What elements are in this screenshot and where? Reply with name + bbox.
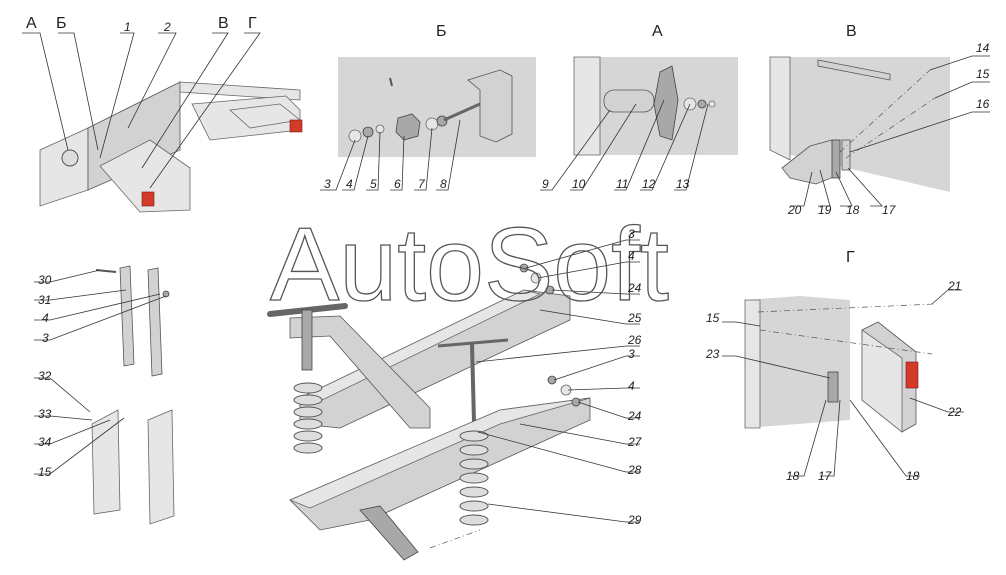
callout-4-main-bottom: 4 (628, 379, 635, 393)
view-label-v-overview: В (218, 15, 229, 32)
callout-30: 30 (38, 273, 52, 287)
callout-20: 20 (787, 203, 802, 217)
callout-4-main-top: 4 (628, 249, 635, 263)
callout-32: 32 (38, 369, 52, 383)
callout-1: 1 (124, 20, 131, 34)
callout-15-view-v: 15 (976, 67, 990, 81)
callout-8: 8 (440, 177, 447, 191)
callout-19: 19 (818, 203, 832, 217)
leader-lines (22, 32, 990, 523)
callout-10: 10 (572, 177, 586, 191)
callout-3-plates: 3 (42, 331, 49, 345)
view-title-v: В (846, 23, 857, 40)
callout-15-view-g: 15 (706, 311, 720, 325)
view-title-b: Б (436, 23, 447, 40)
callout-22: 22 (947, 405, 962, 419)
callout-17-view-g: 17 (818, 469, 833, 483)
view-title-g: Г (846, 249, 855, 266)
callout-28: 28 (627, 463, 642, 477)
overview-assembly (39, 81, 303, 213)
callout-4-view-b: 4 (346, 177, 353, 191)
view-g-panel (744, 296, 935, 433)
callout-24-main-bottom: 24 (627, 409, 642, 423)
callout-4-plates: 4 (42, 311, 49, 325)
view-title-a: А (652, 23, 663, 40)
callout-3-main-bottom: 3 (628, 347, 635, 361)
callout-18-view-v: 18 (846, 203, 860, 217)
callout-23: 23 (705, 347, 720, 361)
callout-5: 5 (370, 177, 377, 191)
callout-3-main-top: 3 (628, 227, 635, 241)
callout-15-plates: 15 (38, 465, 52, 479)
callout-31: 31 (38, 293, 51, 307)
callout-34: 34 (38, 435, 52, 449)
view-v-panel (769, 56, 950, 192)
callout-26: 26 (627, 333, 642, 347)
callout-21: 21 (947, 279, 961, 293)
callout-3-view-b: 3 (324, 177, 331, 191)
view-a-panel (573, 56, 738, 156)
callout-24-main-top: 24 (627, 281, 642, 295)
view-b-panel (338, 57, 536, 157)
callout-29: 29 (627, 513, 642, 527)
view-label-b-overview: Б (56, 15, 67, 32)
callout-18-view-g-right: 18 (906, 469, 920, 483)
plates-group (91, 265, 175, 525)
watermark: AutoSoft (270, 207, 669, 323)
callout-6: 6 (394, 177, 401, 191)
callout-27: 27 (627, 435, 643, 449)
callout-9: 9 (542, 177, 549, 191)
callout-25: 25 (627, 311, 642, 325)
callout-33: 33 (38, 407, 52, 421)
callout-2: 2 (163, 20, 171, 34)
callout-16: 16 (976, 97, 990, 111)
callout-14: 14 (976, 41, 990, 55)
callout-11: 11 (616, 177, 628, 191)
callout-17-view-v: 17 (882, 203, 897, 217)
callout-labels: 1 2 3 4 5 6 7 8 9 10 11 12 13 14 15 16 2… (38, 20, 990, 527)
callout-18-view-g-left: 18 (786, 469, 800, 483)
callout-7: 7 (418, 177, 426, 191)
callout-13: 13 (676, 177, 690, 191)
callout-12: 12 (642, 177, 656, 191)
view-label-g-overview: Г (248, 15, 257, 32)
main-assembly (267, 263, 591, 561)
view-label-a-overview: А (26, 15, 37, 32)
